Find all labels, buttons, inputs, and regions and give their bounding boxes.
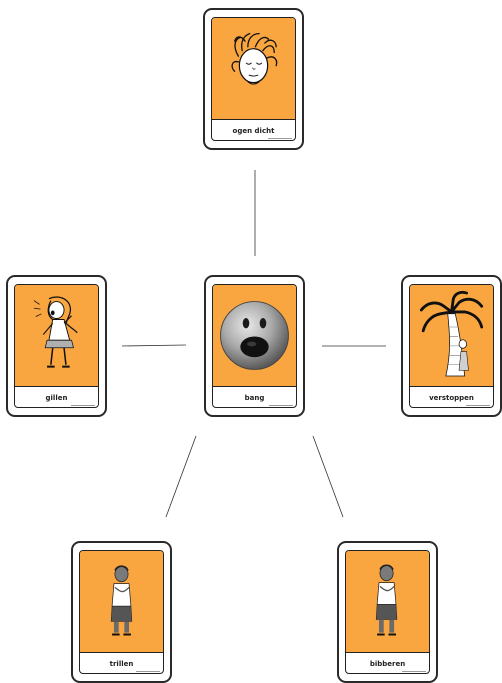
credit-line bbox=[71, 405, 95, 406]
girl-eyes-closed-icon bbox=[231, 32, 278, 85]
card-frame: verstoppen bbox=[409, 284, 494, 408]
card-label: gillen bbox=[45, 394, 68, 402]
card-ogen-dicht: ogen dicht bbox=[203, 8, 304, 150]
card-verstoppen: verstoppen bbox=[401, 275, 502, 417]
card-illustration bbox=[212, 18, 295, 120]
card-trillen: trillen bbox=[71, 541, 172, 683]
trembling-boy-icon bbox=[110, 565, 133, 636]
card-bibberen: bibberen bbox=[337, 541, 438, 683]
card-illustration bbox=[213, 285, 296, 387]
card-frame: ogen dicht bbox=[211, 17, 296, 141]
card-illustration bbox=[410, 285, 493, 387]
credit-line bbox=[402, 671, 426, 672]
credit-line bbox=[268, 138, 292, 139]
connector-left bbox=[121, 344, 187, 347]
card-frame: bang bbox=[212, 284, 297, 408]
card-frame: trillen bbox=[79, 550, 164, 674]
card-label: verstoppen bbox=[429, 394, 474, 402]
hiding-behind-palm-icon bbox=[419, 290, 484, 377]
card-frame: bibberen bbox=[345, 550, 430, 674]
card-bang: bang bbox=[204, 275, 305, 417]
card-frame: gillen bbox=[14, 284, 99, 408]
shivering-boy-icon bbox=[375, 564, 398, 636]
card-label: bang bbox=[244, 394, 265, 402]
credit-line bbox=[466, 405, 490, 406]
connector-bottom-left bbox=[165, 435, 197, 518]
scared-face-icon bbox=[220, 301, 289, 370]
card-label: ogen dicht bbox=[232, 127, 275, 135]
card-illustration bbox=[346, 551, 429, 653]
card-illustration bbox=[80, 551, 163, 653]
card-illustration bbox=[15, 285, 98, 387]
screaming-girl-icon bbox=[33, 296, 78, 368]
credit-line bbox=[136, 671, 160, 672]
card-label: bibberen bbox=[369, 660, 406, 668]
credit-line bbox=[269, 405, 293, 406]
card-label: trillen bbox=[109, 660, 134, 668]
connector-bottom-right bbox=[312, 435, 344, 518]
card-gillen: gillen bbox=[6, 275, 107, 417]
